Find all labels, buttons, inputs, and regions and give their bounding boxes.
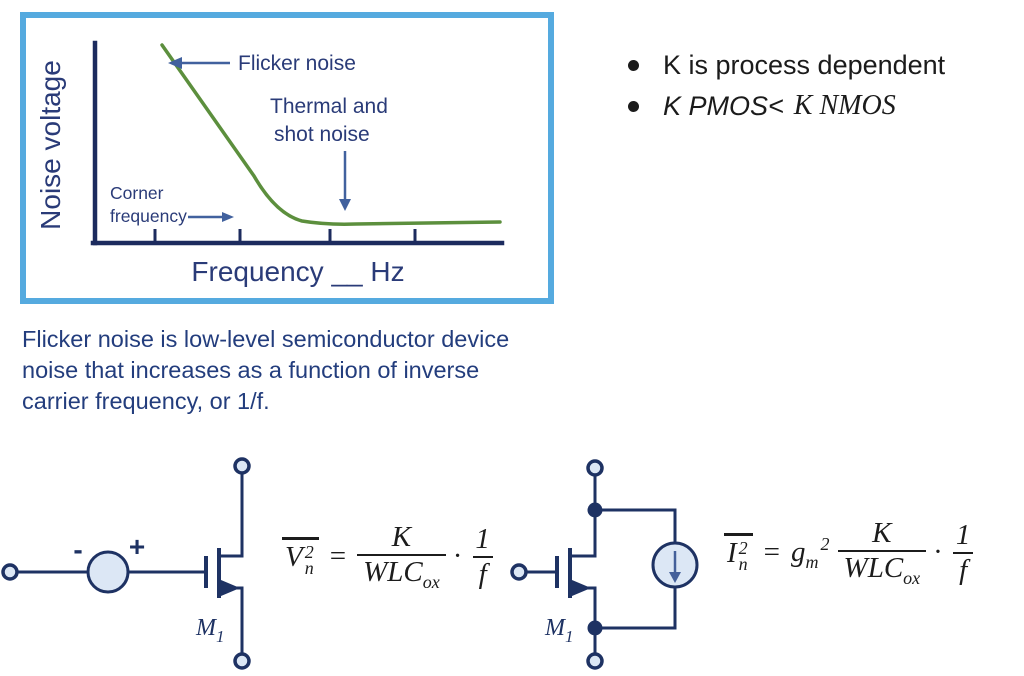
drain-terminal — [233, 457, 251, 475]
g-symbol: g — [791, 536, 806, 568]
source-terminal — [233, 652, 251, 670]
x-axis-ticks — [153, 229, 417, 243]
source-arrow — [221, 580, 240, 596]
source-terminal — [586, 652, 604, 670]
numerator-1: 1 — [955, 518, 971, 551]
multiplication-dot: · — [933, 536, 943, 568]
k-over-wlcox-fraction: K WLCox — [357, 521, 446, 592]
source-branch-wire — [602, 587, 677, 630]
bullet-1-text: K is process dependent — [663, 50, 946, 80]
flicker-noise-caption: Flicker noise is low-level semiconductor… — [22, 326, 510, 414]
gm-squared-term: gm2 — [791, 534, 830, 572]
g-subscript: m — [805, 552, 819, 572]
i-subscript: n — [738, 554, 748, 574]
equals-sign: = — [763, 536, 781, 568]
drain-wire — [570, 475, 597, 558]
multiplication-dot: · — [452, 540, 463, 572]
thermal-label-line2: shot noise — [274, 123, 370, 146]
bullet-2-text-kpmos: K PMOS< — [663, 91, 784, 121]
drain-terminal — [586, 459, 604, 477]
corner-arrowhead — [222, 212, 234, 222]
noise-curve — [160, 43, 502, 226]
denominator-f: f — [472, 555, 493, 591]
v-symbol: V — [285, 541, 303, 573]
flicker-arrowhead — [168, 57, 182, 69]
thermal-arrowhead — [339, 199, 351, 211]
numerator-k: K — [391, 521, 412, 553]
noise-voltage-source — [86, 550, 130, 594]
k-over-wlcox-fraction: K WLCox — [837, 517, 927, 588]
one-over-f-fraction: 1 f — [469, 523, 496, 591]
denominator-wlcox: WLCox — [837, 550, 927, 588]
y-axis-label: Noise voltage — [35, 60, 66, 230]
minus-sign: - — [73, 534, 82, 565]
flicker-noise-label: Flicker noise — [238, 52, 356, 75]
v-exponent: 2 — [304, 542, 314, 562]
noise-current-source — [651, 541, 699, 589]
circuit-current-noise: M1 — [510, 459, 699, 670]
mosfet-label: M1 — [195, 615, 225, 646]
thermal-label-line1: Thermal and — [270, 95, 388, 118]
plus-sign: + — [129, 531, 145, 562]
denominator-wlcox: WLCox — [357, 554, 446, 592]
noise-frequency-chart-panel: Flicker noise Thermal and shot noise Cor… — [20, 12, 554, 304]
x-axis-label: Frequency __ Hz — [191, 256, 404, 287]
source-junction-dot — [587, 620, 603, 636]
corner-label-line1: Corner — [110, 183, 164, 203]
flicker-noise-annotation: Flicker noise — [168, 52, 356, 75]
bullet-list: K is process dependent K PMOS< K NMOS — [628, 48, 945, 130]
source-wire — [570, 586, 597, 654]
drain-junction-dot — [587, 502, 603, 518]
v-subscript: n — [304, 558, 314, 578]
input-terminal — [1, 563, 19, 581]
bullet-dot-icon — [628, 59, 639, 71]
numerator-1: 1 — [475, 522, 490, 555]
denominator-f: f — [953, 551, 974, 587]
drain-branch-wire — [595, 508, 677, 543]
bullet-dot-icon — [628, 100, 639, 112]
source-arrow — [572, 580, 591, 596]
equals-sign: = — [329, 540, 347, 572]
mosfet-label: M1 — [544, 615, 574, 646]
corner-label-line2: frequency — [110, 206, 187, 226]
bullet-2-text-knmos: K NMOS — [793, 90, 896, 121]
circuit-voltage-noise: - + M1 — [1, 457, 251, 670]
gate-terminal — [510, 563, 528, 581]
i-symbol: I — [727, 537, 737, 569]
g-exponent: 2 — [820, 534, 830, 554]
numerator-k: K — [872, 517, 892, 549]
thermal-noise-annotation: Thermal and shot noise — [270, 95, 388, 211]
noise-frequency-chart: Flicker noise Thermal and shot noise Cor… — [35, 40, 505, 287]
i-exponent: 2 — [738, 538, 748, 558]
drain-wire — [219, 473, 244, 558]
corner-frequency-annotation: Corner frequency — [110, 183, 234, 226]
nmos-transistor — [204, 473, 244, 654]
current-arrowhead — [669, 572, 681, 583]
bullet-item-2: K PMOS< K NMOS — [628, 89, 945, 123]
one-over-f-fraction: 1 f — [950, 519, 977, 587]
bullet-item-1: K is process dependent — [628, 48, 945, 82]
